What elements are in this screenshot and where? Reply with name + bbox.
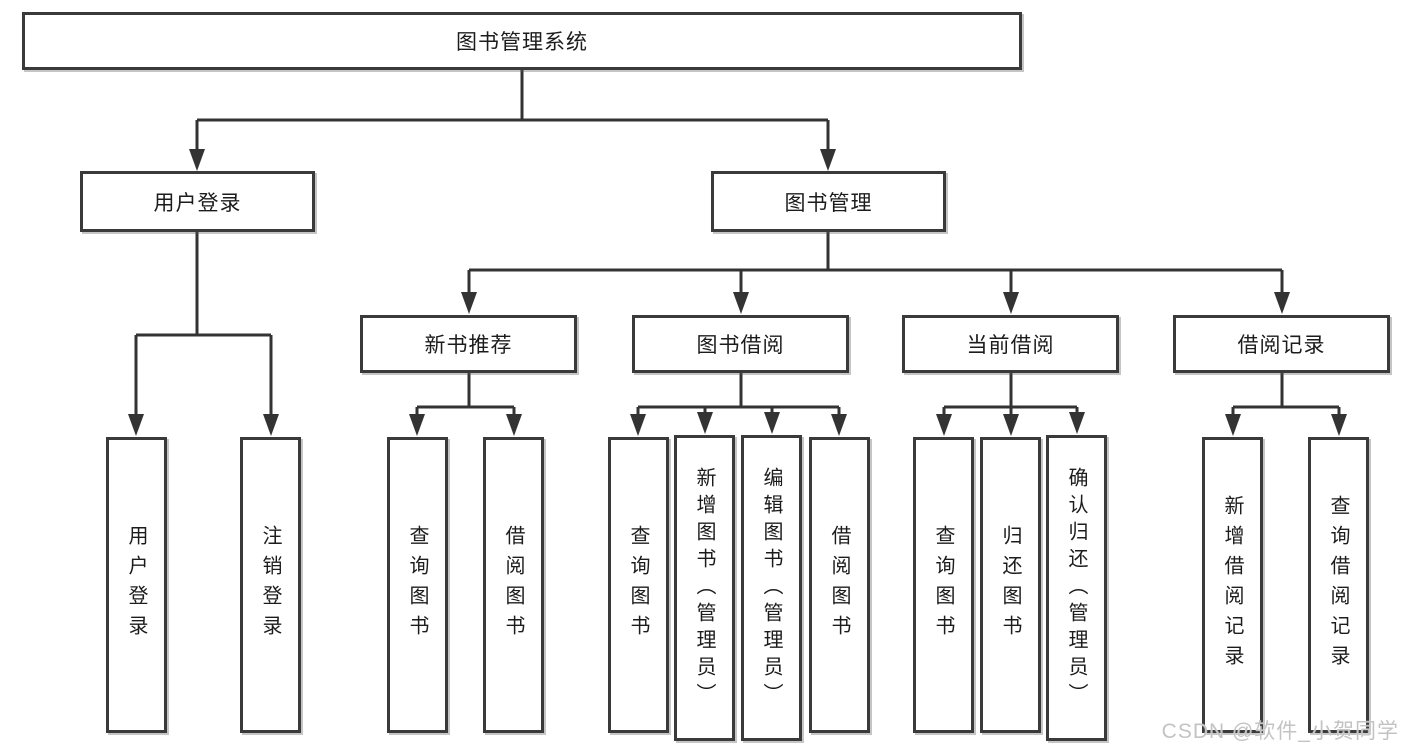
leaf-query-books-borrow: 查询图书 — [608, 437, 669, 733]
node-label: 新增图书（管理员） — [693, 466, 715, 710]
node-label: 查询图书 — [406, 525, 428, 645]
leaf-query-borrow-record: 查询借阅记录 — [1308, 437, 1369, 733]
node-label: 借阅图书 — [502, 525, 524, 645]
leaf-logout: 注销登录 — [240, 437, 301, 733]
node-user-login-branch: 用户登录 — [80, 171, 315, 232]
arrow-icon — [733, 292, 749, 314]
arrow-icon — [1274, 292, 1290, 314]
node-current-borrow: 当前借阅 — [902, 315, 1119, 373]
arrow-icon — [630, 414, 646, 436]
node-book-borrow: 图书借阅 — [632, 315, 849, 373]
node-label: 注销登录 — [259, 525, 281, 645]
node-label: 新书推荐 — [424, 334, 513, 357]
node-label: 借阅记录 — [1237, 334, 1326, 357]
arrow-icon — [128, 414, 144, 436]
arrowheads — [128, 149, 1347, 436]
arrow-icon — [1003, 292, 1019, 314]
leaf-return-book: 归还图书 — [980, 437, 1041, 733]
leaf-user-login: 用户登录 — [106, 437, 167, 733]
arrow-icon — [820, 149, 836, 171]
node-label: 归还图书 — [999, 525, 1021, 645]
leaf-add-book-admin: 新增图书（管理员） — [674, 435, 735, 741]
connector-lines — [134, 70, 1341, 417]
node-new-book-recommend: 新书推荐 — [360, 315, 577, 373]
arrow-icon — [831, 414, 847, 436]
node-label: 用户登录 — [125, 525, 147, 645]
leaf-borrow-books: 借阅图书 — [809, 437, 870, 733]
leaf-add-borrow-record: 新增借阅记录 — [1202, 437, 1263, 733]
arrow-icon — [1069, 412, 1085, 434]
arrow-icon — [1003, 414, 1019, 436]
node-label: 图书管理系统 — [456, 31, 588, 54]
node-label: 借阅图书 — [828, 525, 850, 645]
node-label: 查询借阅记录 — [1327, 495, 1349, 675]
csdn-watermark: CSDN @软件_小贺同学 — [1161, 720, 1399, 743]
leaf-confirm-return-admin: 确认归还（管理员） — [1046, 435, 1107, 741]
node-label: 查询图书 — [627, 525, 649, 645]
leaf-query-books-current: 查询图书 — [913, 437, 974, 733]
leaf-borrow-books-recommend: 借阅图书 — [483, 437, 544, 733]
node-label: 用户登录 — [153, 191, 242, 215]
node-root-system: 图书管理系统 — [22, 12, 1022, 70]
leaf-edit-book-admin: 编辑图书（管理员） — [741, 435, 802, 741]
arrow-icon — [189, 149, 205, 171]
node-label: 图书管理 — [784, 191, 873, 215]
node-label: 新增借阅记录 — [1221, 495, 1243, 675]
arrow-icon — [506, 414, 522, 436]
node-label: 图书借阅 — [696, 334, 785, 357]
leaf-query-books-recommend: 查询图书 — [387, 437, 448, 733]
node-label: 当前借阅 — [966, 334, 1055, 357]
arrow-icon — [461, 292, 477, 314]
node-label: 确认归还（管理员） — [1065, 466, 1087, 710]
arrow-icon — [1225, 414, 1241, 436]
node-book-management-branch: 图书管理 — [711, 171, 946, 232]
node-label: 编辑图书（管理员） — [760, 466, 782, 710]
arrow-icon — [263, 414, 279, 436]
arrow-icon — [1331, 414, 1347, 436]
node-label: 查询图书 — [932, 525, 954, 645]
arrow-icon — [764, 412, 780, 434]
arrow-icon — [697, 412, 713, 434]
arrow-icon — [936, 414, 952, 436]
arrow-icon — [409, 414, 425, 436]
node-borrow-records: 借阅记录 — [1173, 315, 1390, 373]
